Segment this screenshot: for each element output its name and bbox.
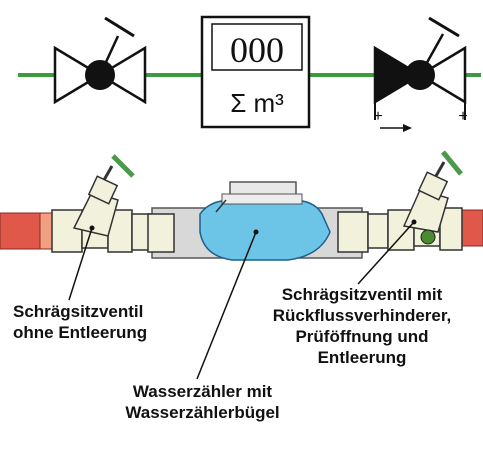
label-left-line-2: ohne Entleerung (13, 323, 148, 342)
left-valve-symbol (53, 16, 147, 105)
label-center-line-1: Wasserzähler mit (132, 382, 273, 401)
copper-pipe-right (461, 209, 483, 247)
meter-reading: 000 (230, 30, 284, 70)
left-valve (51, 154, 135, 253)
leader-center (196, 231, 257, 380)
label-left-line-1: Schrägsitzventil (13, 302, 144, 321)
meter-unit: Σ m³ (230, 88, 284, 118)
water-meter-symbol (200, 15, 311, 129)
label-right-line-3: Prüföffnung und (295, 327, 429, 346)
plus-right-icon: + (458, 108, 467, 125)
leader-left (68, 227, 93, 301)
flow-arrow-icon (380, 124, 412, 132)
label-center-line-2: Wasserzählerbügel (125, 403, 280, 422)
label-water-meter: Wasserzähler mit Wasserzählerbügel (100, 381, 305, 423)
leader-right (357, 221, 415, 285)
label-left-valve: Schrägsitzventil ohne Entleerung (13, 301, 147, 343)
label-right-line-4: Entleerung (317, 348, 407, 367)
copper-pipe-left (0, 212, 41, 250)
right-valve (387, 150, 463, 251)
right-valve-symbol (373, 16, 467, 120)
label-right-line-2: Rückflussverhinderer, (272, 306, 452, 325)
plus-left-icon: + (373, 108, 382, 125)
label-right-valve: Schrägsitzventil mit Rückflussverhindere… (246, 284, 478, 368)
label-right-line-1: Schrägsitzventil mit (281, 285, 443, 304)
water-meter (131, 181, 389, 261)
